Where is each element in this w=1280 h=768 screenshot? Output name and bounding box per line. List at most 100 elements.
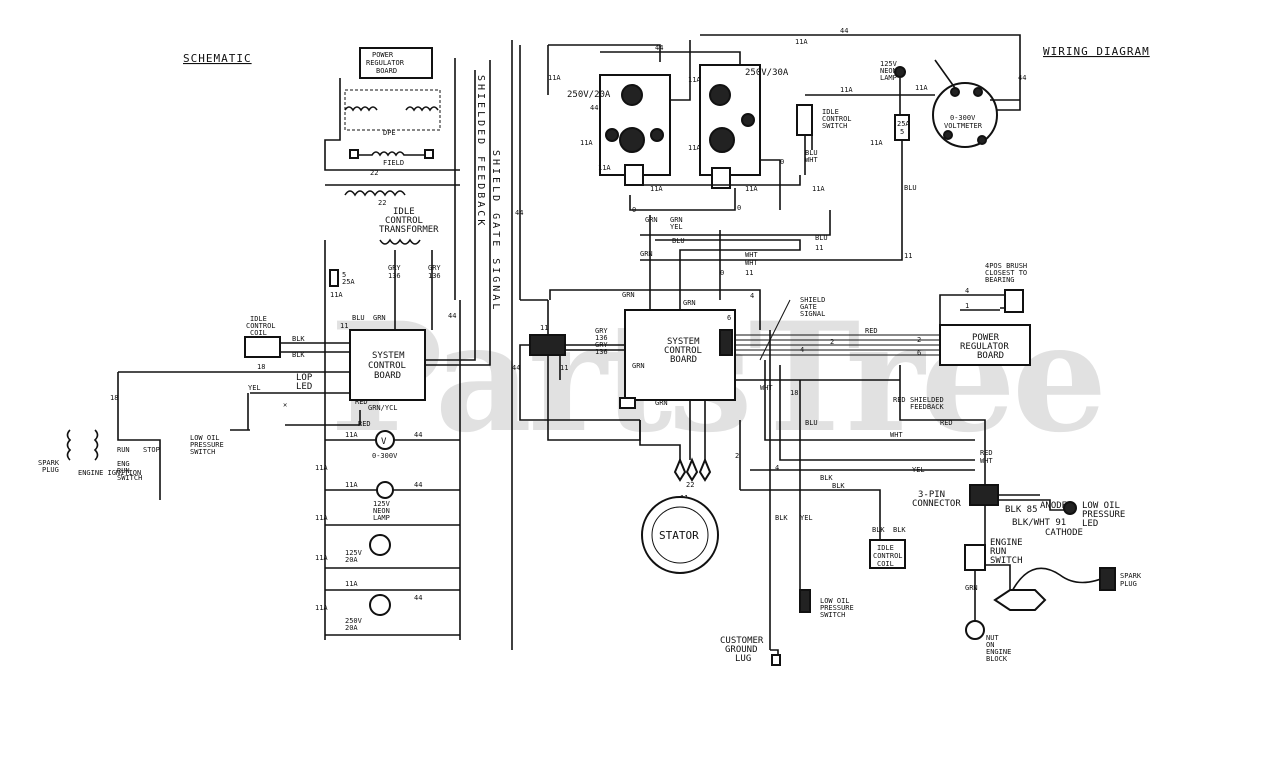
schematic-ict-line3: TRANSFORMER xyxy=(379,225,439,235)
wiring-ics-line2: CONTROL xyxy=(822,115,852,123)
schematic-wire-11a-4: 11A xyxy=(315,464,328,472)
schematic-wire-blk1: BLK xyxy=(292,335,305,343)
schematic-wire-11a-2: 11A xyxy=(345,481,358,489)
schematic-neon-lamp xyxy=(376,481,394,499)
schematic-prb-line1: POWER xyxy=(372,51,394,59)
wiring-wire-yel-c: YEL xyxy=(800,514,813,522)
wiring-ers-leads xyxy=(974,564,1111,625)
wiring-wire-44a: 44 xyxy=(655,44,663,52)
schematic-run: RUN xyxy=(117,446,130,454)
wiring-recept-left-side-term xyxy=(605,128,619,142)
schematic-wire-red: RED xyxy=(355,398,368,406)
schematic-wire-44-2: 44 xyxy=(414,481,422,489)
wiring-three-pin-connector xyxy=(969,484,999,506)
wiring-3pin-line1: 3-PIN xyxy=(918,490,945,500)
schematic-lops-line3: SWITCH xyxy=(190,448,215,456)
wiring-ignition-coil xyxy=(993,589,1047,611)
wiring-idle-control-coil xyxy=(869,539,906,569)
wiring-scb-line2: CONTROL xyxy=(664,346,702,356)
schematic-field-brush-right xyxy=(424,149,434,159)
wiring-wire-blu-d: BLU xyxy=(815,234,828,242)
wiring-stator-connectors xyxy=(673,457,712,482)
schematic-wire-red2: RED xyxy=(358,420,371,428)
wiring-wire-11a-j: 11A xyxy=(840,86,853,94)
wiring-fuse-line1: 25A xyxy=(897,120,910,128)
wiring-scb-line3: BOARD xyxy=(670,355,697,365)
schematic-icc-line3: COIL xyxy=(250,329,267,337)
wiring-recept-right-bottom xyxy=(711,167,731,189)
wiring-wire-blk-b: BLK xyxy=(832,482,845,490)
wiring-lops-line1: LOW OIL xyxy=(820,597,850,605)
schematic-wire-11: 11 xyxy=(340,322,348,330)
wiring-diagram-title: WIRING DIAGRAM xyxy=(1043,45,1150,58)
wiring-wire-blu-e: WHT xyxy=(745,251,758,259)
wiring-ics-leads xyxy=(804,94,900,175)
wiring-voltmeter-term3 xyxy=(943,130,953,140)
wiring-wire-wht-e: 18 xyxy=(790,389,798,397)
schematic-receptacle-1 xyxy=(369,534,391,556)
schematic-idle-control-coil xyxy=(244,336,281,358)
wiring-ers-line1: ENGINE xyxy=(990,538,1023,548)
schematic-field-brush-left xyxy=(349,149,359,159)
wiring-wire-blu-b: BLU xyxy=(904,184,917,192)
wiring-blk85: BLK 85 xyxy=(1005,505,1038,515)
wiring-voltmeter-term1 xyxy=(950,87,960,97)
wiring-wire-11a-h: 11A xyxy=(745,185,758,193)
wiring-wire-red-a: RED xyxy=(865,327,878,335)
wiring-wire-gry-b: GRY xyxy=(595,341,608,349)
schematic-fuse xyxy=(329,269,339,287)
wiring-wire-0a: 0 xyxy=(737,204,741,212)
schematic-wire-gry136-1: GRY xyxy=(388,264,401,272)
wiring-ics-line3: SWITCH xyxy=(822,122,847,130)
wiring-mid-harness xyxy=(549,210,831,330)
schematic-wire-gry136-4: 136 xyxy=(428,272,441,280)
wiring-wire-136-b: 136 xyxy=(595,348,608,356)
schematic-icc-line2: CONTROL xyxy=(246,322,276,330)
wiring-recept-links xyxy=(629,159,801,211)
wiring-stator-leads xyxy=(639,330,975,650)
wiring-wire-4b: 4 xyxy=(965,287,969,295)
schematic-wire-18a: 18 xyxy=(257,363,265,371)
schematic-lop-line2: LED xyxy=(296,382,312,392)
wiring-wire-grn-i: GRN xyxy=(965,584,978,592)
schematic-wire-grn: GRN xyxy=(373,314,386,322)
schematic-lops-line1: LOW OIL xyxy=(190,434,220,442)
wiring-grn-connector xyxy=(619,397,636,409)
wiring-wire-2a: 2 xyxy=(830,338,834,346)
schematic-ign-wire xyxy=(117,372,161,500)
wiring-recept-right-top-term xyxy=(709,84,731,106)
schematic-ignition-coil-r xyxy=(93,429,99,461)
wiring-wire-2b: 2 xyxy=(917,336,921,344)
wiring-spark-plug xyxy=(1099,567,1116,591)
wiring-wire-grn-e: GRN xyxy=(683,299,696,307)
wiring-engine-run-switch xyxy=(964,544,986,571)
schematic-prb-line3: BOARD xyxy=(376,67,397,75)
wiring-voltmeter-term4 xyxy=(977,135,987,145)
wiring-wire-red-d: RED xyxy=(980,449,993,457)
schematic-fuse-line2: 25A xyxy=(342,278,355,286)
wiring-low-oil-pressure-led xyxy=(1063,501,1077,515)
wiring-ground-lug xyxy=(771,654,781,666)
schematic-wire-blk2: BLK xyxy=(292,351,305,359)
schematic-scb-line2: CONTROL xyxy=(368,361,406,371)
wiring-top-loops xyxy=(547,34,1021,111)
schematic-shield-gate-signal: SHIELD GATE SIGNAL xyxy=(490,150,501,312)
wiring-sgs-line1: SHIELD xyxy=(800,296,825,304)
wiring-nut-line1: NUT xyxy=(986,634,999,642)
wiring-icc-line3: COIL xyxy=(877,560,894,568)
schematic-transformer-secondary xyxy=(379,238,421,245)
wiring-wire-44e: 44 xyxy=(1018,74,1026,82)
schematic-shielded-feedback: SHIELDED FEEDBACK xyxy=(475,75,486,228)
wiring-wire-44c: 44 xyxy=(515,209,523,217)
wiring-nut-line4: BLOCK xyxy=(986,655,1008,663)
schematic-wire-prb-left xyxy=(324,78,460,171)
wiring-wire-11a-i: 11A xyxy=(812,185,825,193)
schematic-transformer-primary xyxy=(344,190,406,197)
wiring-receptacle-right xyxy=(699,64,761,176)
wiring-wire-grn-c: GRN xyxy=(640,250,653,258)
schematic-grn-ycl: GRN/YCL xyxy=(368,404,398,412)
wiring-system-control-board xyxy=(624,309,736,401)
wiring-wire-wht-d: WHT xyxy=(980,457,993,465)
schematic-title: SCHEMATIC xyxy=(183,52,252,65)
wiring-wire-1: 1 xyxy=(965,302,969,310)
